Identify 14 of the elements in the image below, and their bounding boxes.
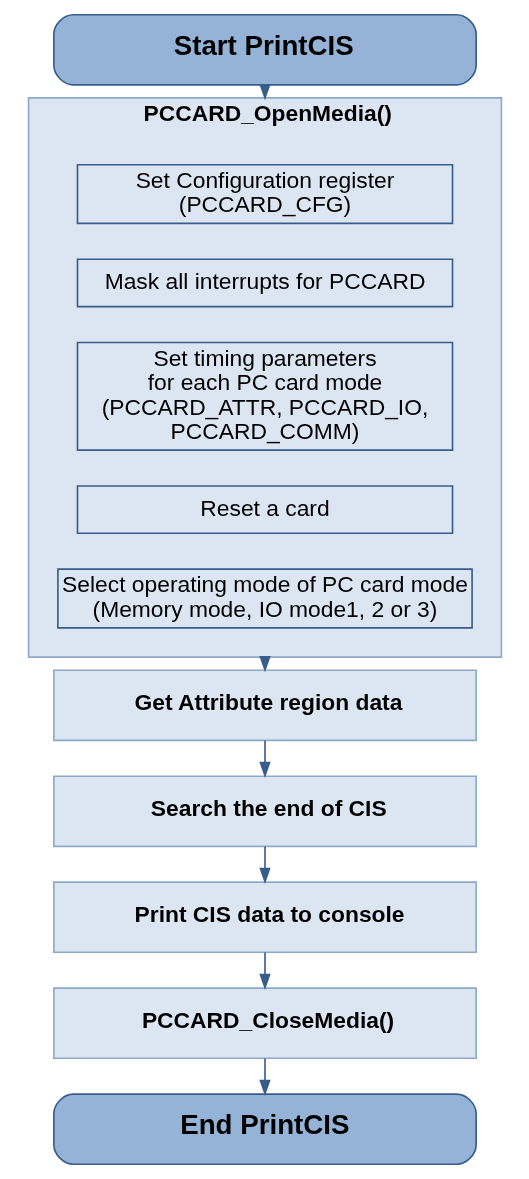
node-box: Print CIS data to console — [52, 881, 477, 954]
node-box: PCCARD_CloseMedia() — [52, 987, 477, 1060]
arrow — [258, 1057, 271, 1096]
node-box: Search the end of CIS — [52, 775, 477, 848]
arrow — [258, 845, 271, 884]
arrow — [258, 951, 271, 990]
node-box: Set timing parameters for each PC card mode (PCCARD_ATTR, PCCARD_IO, PCCARD_COMM) — [76, 341, 453, 451]
node-box: Select operating mode of PC card mode (Memory mode, IO mode1, 2 or 3) — [56, 568, 473, 629]
arrow — [258, 739, 271, 779]
node-box: Get Attribute region data — [52, 669, 477, 742]
node-box: Mask all interrupts for PCCARD — [76, 258, 453, 308]
node-box: Reset a card — [76, 485, 453, 535]
node-box: Set Configuration register (PCCARD_CFG) — [76, 163, 453, 225]
node-box: End PrintCIS — [52, 1093, 477, 1166]
